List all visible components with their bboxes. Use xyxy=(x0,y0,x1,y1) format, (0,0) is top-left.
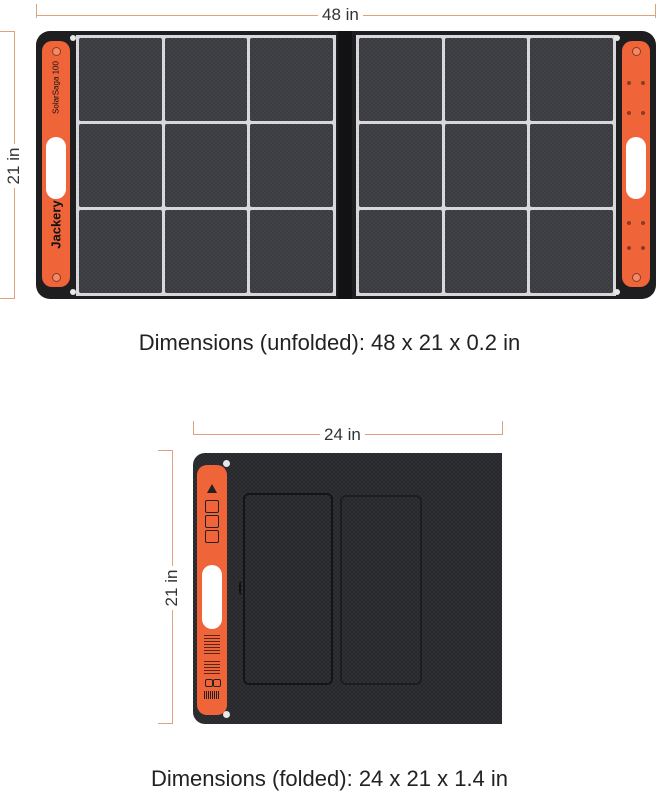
label-icon xyxy=(205,530,219,543)
folded-dimensions-caption: Dimensions (folded): 24 x 21 x 1.4 in xyxy=(150,766,509,791)
folded-handle xyxy=(197,465,227,715)
eyelet xyxy=(614,289,620,295)
solar-panel-folded xyxy=(193,453,502,724)
solar-cell xyxy=(250,210,333,293)
solar-cell xyxy=(530,124,613,207)
stitch-dot xyxy=(627,81,631,85)
solar-cell xyxy=(444,124,528,207)
dimension-tick xyxy=(502,421,503,435)
solar-cell xyxy=(79,38,162,121)
folded-height-label: 21 in xyxy=(162,566,182,610)
spec-label-text xyxy=(204,661,220,675)
handle-grip-hole xyxy=(202,565,222,629)
label-icon xyxy=(213,679,221,687)
solar-cell xyxy=(250,124,333,207)
dimension-tick xyxy=(0,298,14,299)
label-icon xyxy=(205,515,219,528)
stitch-dot xyxy=(627,111,631,115)
storage-pocket xyxy=(243,493,333,685)
unfolded-dimensions-caption: Dimensions (unfolded): 48 x 21 x 0.2 in xyxy=(138,330,521,355)
eyelet xyxy=(614,35,620,41)
warning-icon xyxy=(207,484,217,493)
solar-cell xyxy=(164,210,248,293)
stitch-dot xyxy=(641,111,645,115)
eyelet xyxy=(70,35,76,41)
rivet xyxy=(632,273,641,282)
dimension-tick xyxy=(655,4,656,18)
left-solar-array xyxy=(76,35,336,296)
rivet xyxy=(52,273,61,282)
rivet xyxy=(52,47,61,56)
spec-label-text xyxy=(204,635,220,655)
dimension-tick xyxy=(36,4,37,18)
stitch-dot xyxy=(627,221,631,225)
zipper-pull[interactable] xyxy=(239,581,249,595)
unfolded-width-label: 48 in xyxy=(318,5,363,25)
stitch-dot xyxy=(641,246,645,250)
model-name: SolarSaga 100 xyxy=(51,61,61,114)
solar-cell xyxy=(359,124,442,207)
right-solar-array xyxy=(356,35,616,296)
solar-cell xyxy=(530,38,613,121)
dimension-tick xyxy=(158,723,172,724)
solar-cell xyxy=(250,38,333,121)
label-icon xyxy=(205,500,219,513)
barcode xyxy=(204,691,220,699)
dimension-tick xyxy=(0,31,14,32)
eyelet xyxy=(223,460,230,467)
solar-panel-unfolded: Jackery SolarSaga 100 xyxy=(36,31,656,299)
solar-cell xyxy=(359,38,442,121)
stitch-dot xyxy=(641,81,645,85)
handle-grip-hole xyxy=(46,137,66,199)
stitch-dot xyxy=(627,246,631,250)
brand-logo: Jackery xyxy=(48,200,64,249)
right-handle xyxy=(622,41,650,287)
solar-cell xyxy=(530,210,613,293)
center-hinge xyxy=(338,31,352,299)
stitch-dot xyxy=(641,221,645,225)
label-icon xyxy=(205,679,213,687)
left-handle: Jackery SolarSaga 100 xyxy=(42,41,70,287)
solar-cell xyxy=(164,124,248,207)
storage-pocket xyxy=(340,495,422,685)
dimension-tick xyxy=(158,450,172,451)
solar-cell xyxy=(359,210,442,293)
eyelet xyxy=(223,711,230,718)
solar-cell xyxy=(79,124,162,207)
unfolded-height-label: 21 in xyxy=(4,144,24,188)
solar-cell xyxy=(164,38,248,121)
solar-cell xyxy=(444,210,528,293)
folded-width-label: 24 in xyxy=(320,425,365,445)
rivet xyxy=(632,47,641,56)
handle-grip-hole xyxy=(626,137,646,199)
solar-cell xyxy=(444,38,528,121)
solar-cell xyxy=(79,210,162,293)
eyelet xyxy=(70,289,76,295)
dimension-tick xyxy=(193,421,194,435)
